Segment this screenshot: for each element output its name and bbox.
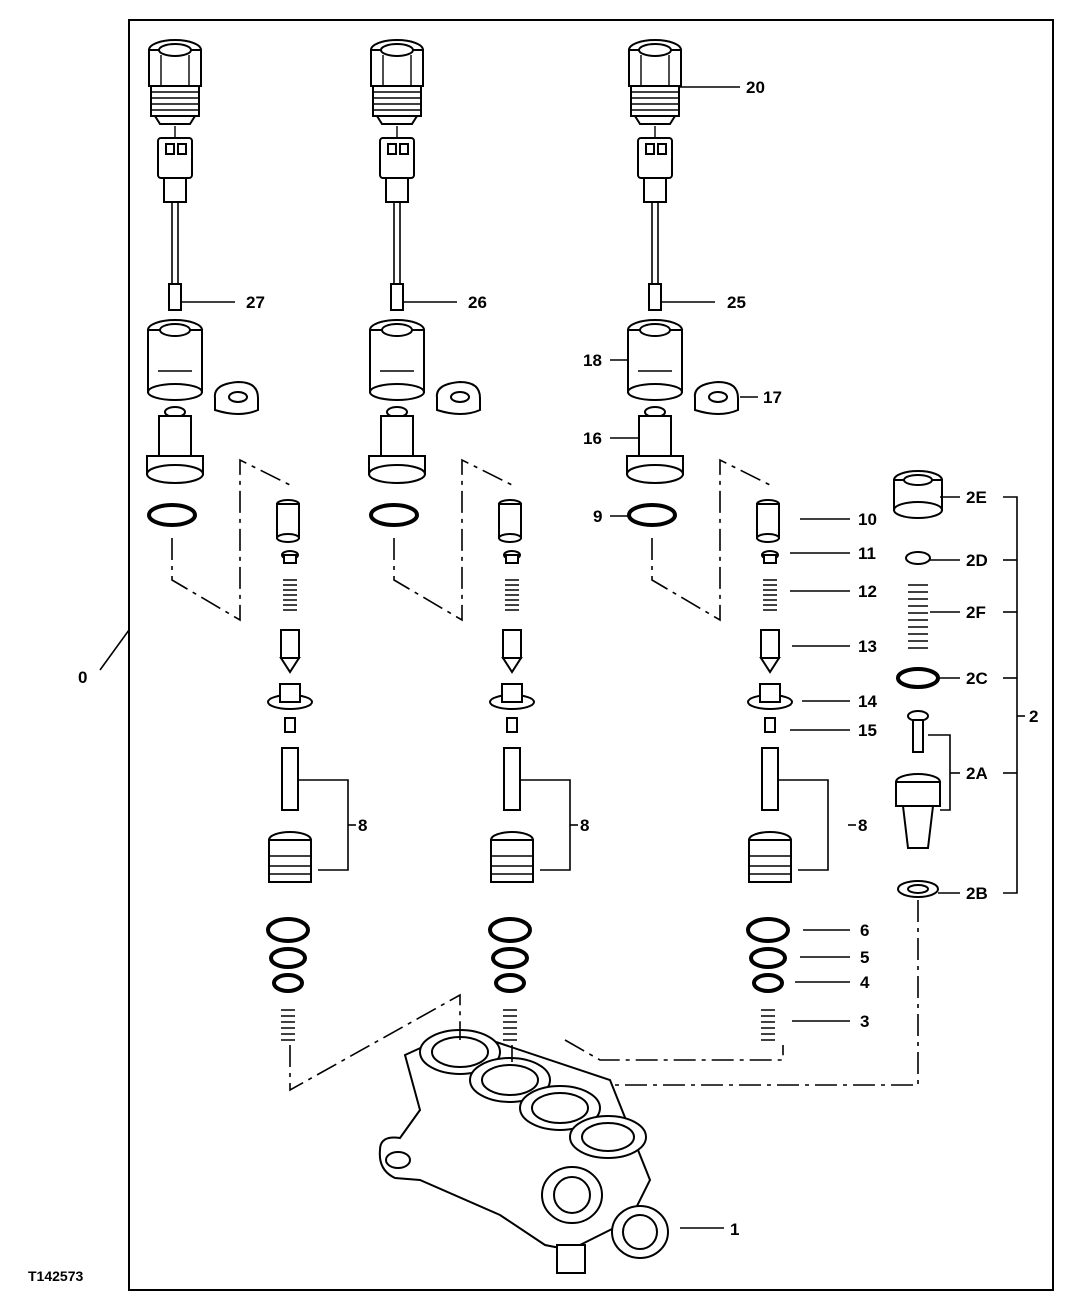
solenoid-coil xyxy=(147,319,203,401)
callout-1: 1 xyxy=(730,1220,739,1239)
callout-0: 0 xyxy=(78,668,87,687)
callout-3: 3 xyxy=(860,1012,869,1031)
diagram-frame xyxy=(128,19,1054,1291)
callout-6: 6 xyxy=(860,921,869,940)
callout-13: 13 xyxy=(858,637,877,656)
callout-2F: 2F xyxy=(966,603,986,622)
electrical-plug xyxy=(157,126,193,203)
callout-17: 17 xyxy=(763,388,782,407)
callout-25: 25 xyxy=(727,293,746,312)
solenoid-column-middle xyxy=(367,38,572,1042)
callout-9: 9 xyxy=(593,507,602,526)
plunger-tube xyxy=(146,406,204,484)
callout-10: 10 xyxy=(858,510,877,529)
figure-id: T142573 xyxy=(28,1268,83,1284)
callout-2A: 2A xyxy=(966,764,988,783)
callout-8-right: 8 xyxy=(858,816,867,835)
callout-2C: 2C xyxy=(966,669,988,688)
callout-14: 14 xyxy=(858,692,877,711)
callout-16: 16 xyxy=(583,429,602,448)
callout-12: 12 xyxy=(858,582,877,601)
callout-2B: 2B xyxy=(966,884,988,903)
callout-8-left: 8 xyxy=(358,816,367,835)
callout-4: 4 xyxy=(860,973,870,992)
callout-15: 15 xyxy=(858,721,877,740)
solenoid-column-right xyxy=(625,38,830,1042)
connector-cap xyxy=(148,39,202,125)
relief-valve-assembly xyxy=(893,470,943,898)
callout-20: 20 xyxy=(746,78,765,97)
callout-2: 2 xyxy=(1029,707,1038,726)
tab-washer xyxy=(213,380,259,415)
valve-spool-stack xyxy=(267,499,313,883)
callout-11: 11 xyxy=(858,544,876,563)
solenoid-column-left xyxy=(146,39,349,1041)
callout-5: 5 xyxy=(860,948,869,967)
o-ring-9 xyxy=(147,503,197,527)
callout-27: 27 xyxy=(246,293,265,312)
callout-26: 26 xyxy=(468,293,487,312)
callout-18: 18 xyxy=(583,351,602,370)
callout-2D: 2D xyxy=(966,551,988,570)
callout-8-middle: 8 xyxy=(580,816,589,835)
callout-2E: 2E xyxy=(966,488,987,507)
valve-block xyxy=(378,1028,669,1274)
